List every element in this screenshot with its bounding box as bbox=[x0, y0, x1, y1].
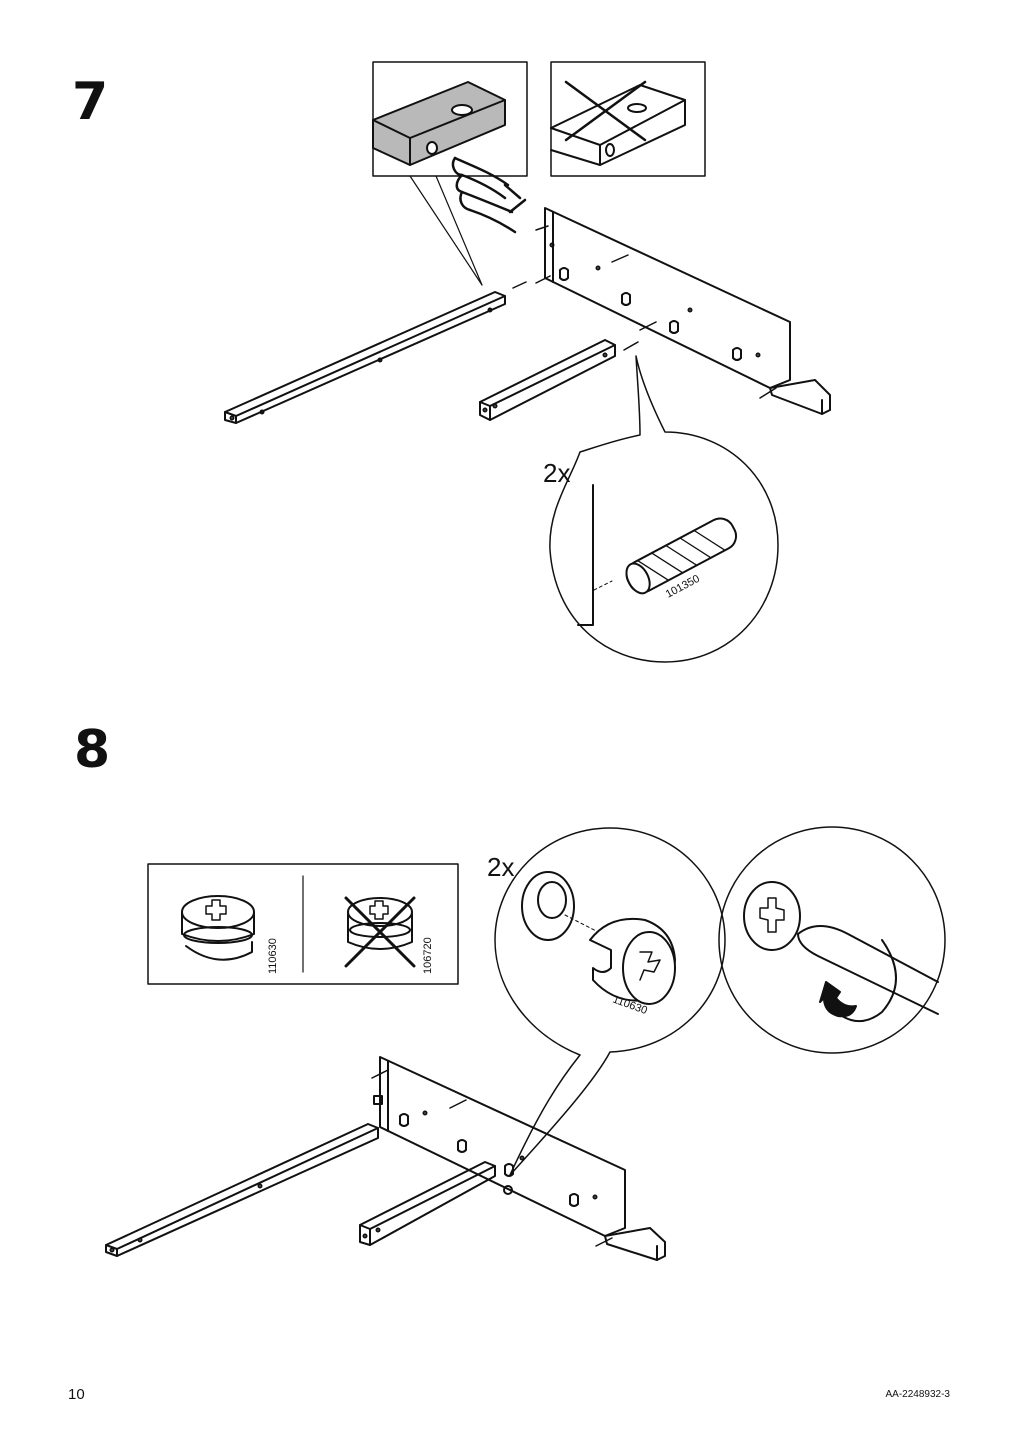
cam-lock-correct bbox=[181, 895, 255, 961]
document-code: AA-2248932-3 bbox=[885, 1389, 951, 1400]
rotation-arrow-icon bbox=[819, 981, 857, 1018]
cam-lock-detail bbox=[494, 827, 726, 1176]
long-rail bbox=[224, 291, 506, 424]
part-check-panel bbox=[147, 863, 459, 985]
step-8-number: 8 bbox=[74, 720, 111, 780]
correct-orientation-panel bbox=[372, 61, 528, 177]
step-7-number: 7 bbox=[72, 72, 109, 132]
headboard-panel bbox=[544, 207, 831, 415]
screwdriver-detail bbox=[718, 826, 946, 1054]
step-7-quantity: 2x bbox=[543, 458, 570, 488]
step-8-part-number-wrong: 106720 bbox=[422, 937, 434, 974]
assembled-frame bbox=[105, 1056, 666, 1261]
step-8-part-number-correct: 110630 bbox=[267, 938, 279, 974]
pointing-hand-icon bbox=[451, 156, 527, 234]
cross-mark-icon bbox=[564, 80, 647, 142]
page-number: 10 bbox=[68, 1386, 85, 1403]
dowels bbox=[512, 225, 777, 399]
short-rail bbox=[479, 339, 616, 421]
dowel-detail bbox=[549, 355, 779, 663]
cam-lock-wrong bbox=[344, 896, 416, 968]
wrong-orientation-panel bbox=[550, 61, 706, 177]
step-8-quantity: 2x bbox=[487, 852, 514, 882]
